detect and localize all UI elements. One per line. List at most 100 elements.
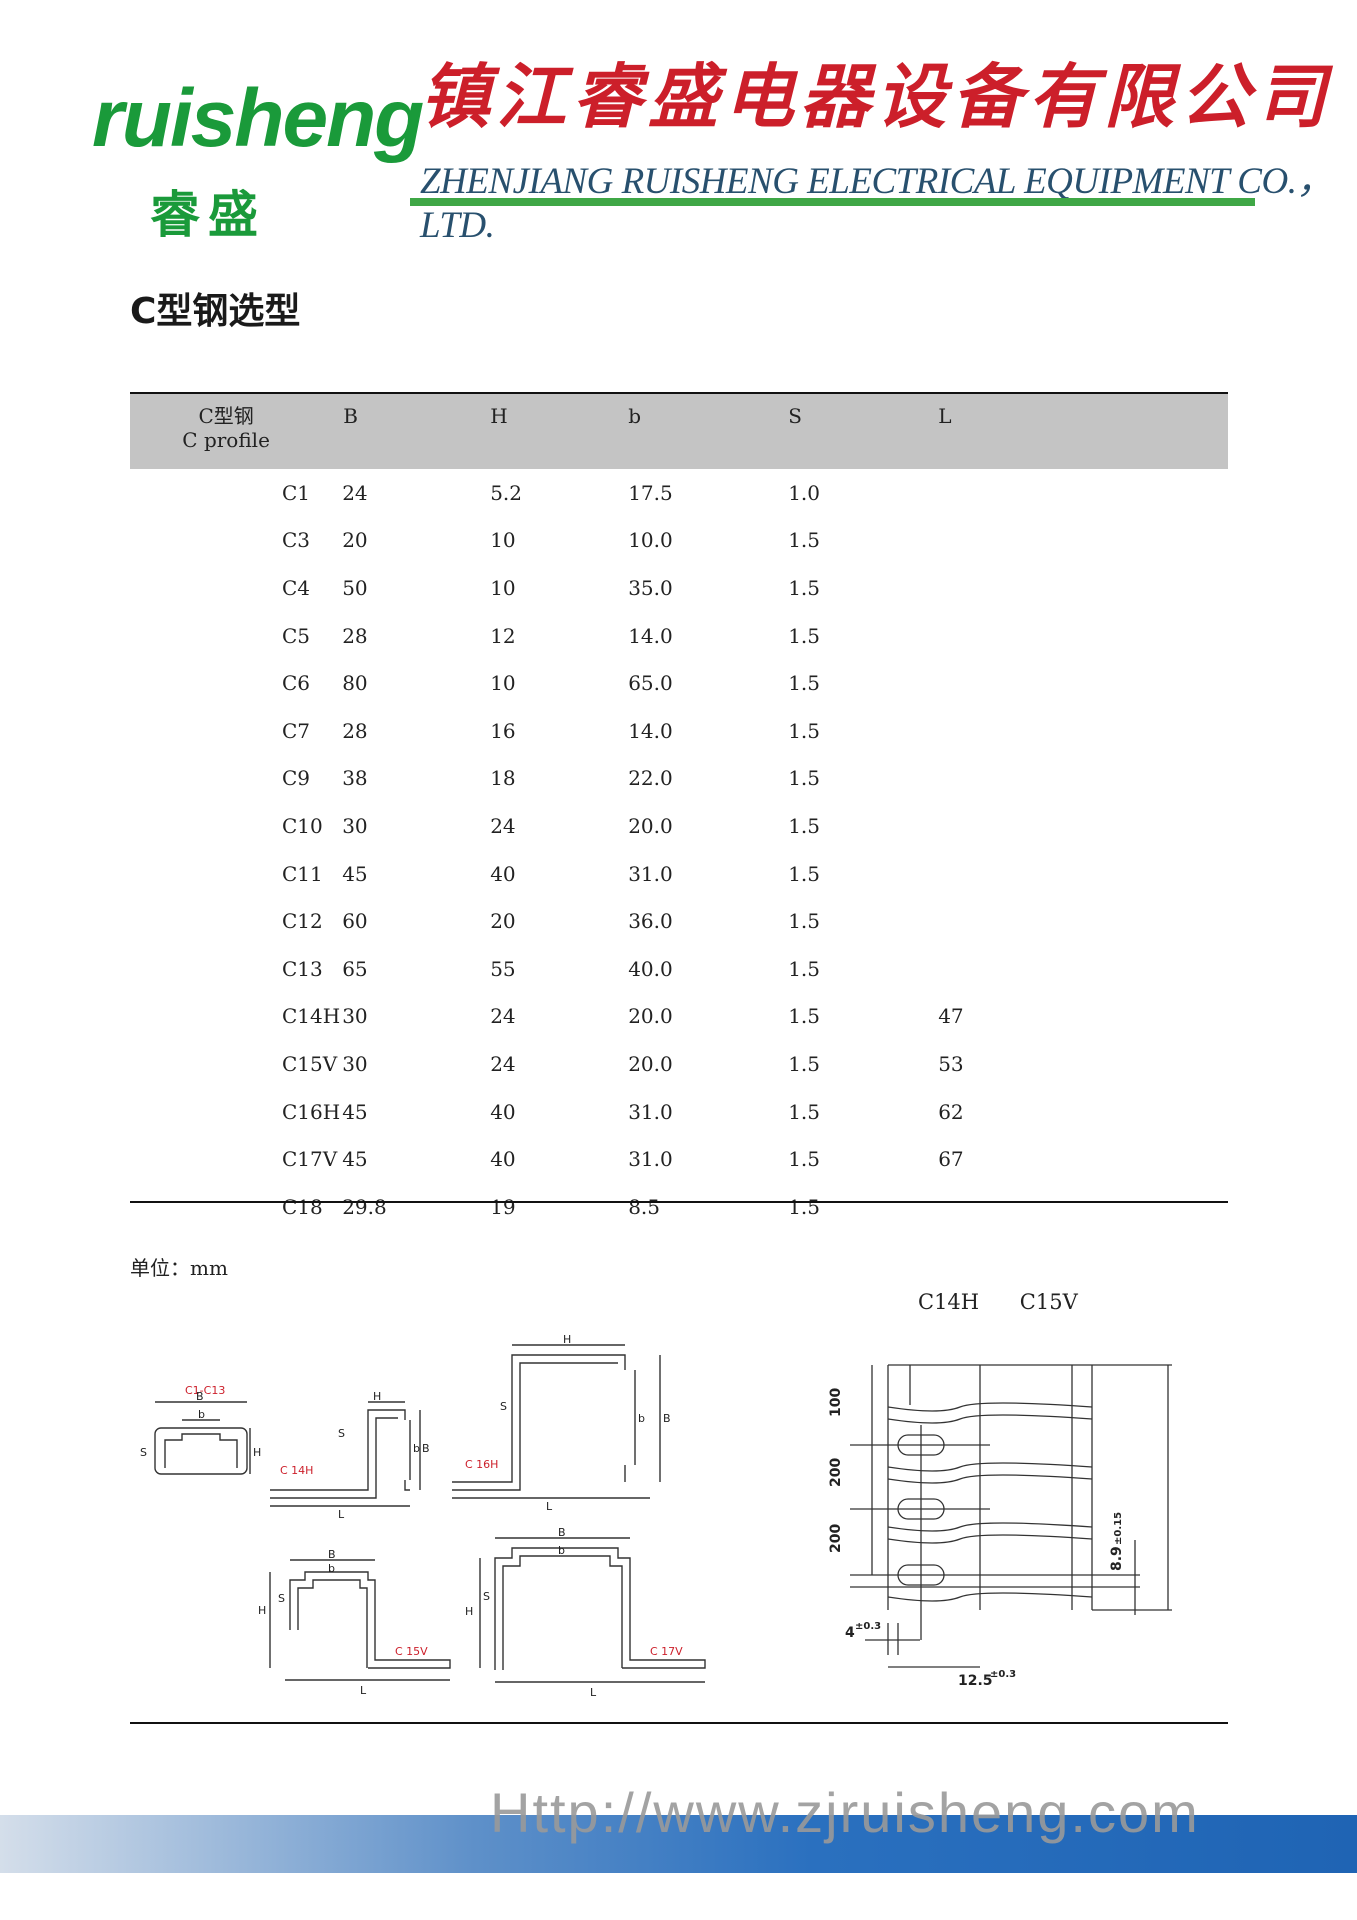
cell-H: 40 (490, 1099, 516, 1124)
dim-b-1: b (198, 1408, 205, 1421)
cell-L (937, 517, 1228, 565)
cell-B: 38 (342, 766, 368, 791)
cell-L (937, 707, 1228, 755)
dim-H-2: H (373, 1390, 381, 1403)
cell-H: 24 (490, 1051, 516, 1076)
cell-L (937, 945, 1228, 993)
dim-4: 4 (845, 1625, 855, 1641)
table-header-row: C型钢 C profile B H b S L (130, 393, 1228, 469)
cell-profile: C14H (282, 1004, 341, 1029)
cell-H: 10 (490, 671, 516, 696)
dim-12-5: 12.5 (958, 1673, 993, 1689)
cell-S: 1.5 (788, 1051, 821, 1076)
cell-B: 60 (342, 909, 368, 934)
footer-url[interactable]: Http://www.zjruisheng.com (490, 1781, 1200, 1844)
cell-L (937, 897, 1228, 945)
cell-profile: C11 (282, 861, 323, 886)
cell-B: 20 (342, 528, 368, 553)
cell-B: 24 (342, 480, 368, 505)
dim-b-3: b (638, 1412, 645, 1425)
footer-band (0, 1815, 1357, 1873)
cell-H: 40 (490, 861, 516, 886)
tol-12-5: ±0.3 (990, 1669, 1016, 1680)
company-name-english: ZHENJIANG RUISHENG ELECTRICAL EQUIPMENT … (420, 161, 1333, 246)
cell-B: 30 (342, 813, 368, 838)
logo-chinese: 睿盛 (150, 186, 266, 244)
cell-profile: C6 (282, 671, 311, 696)
dim-B-2: B (422, 1442, 430, 1455)
label-c17v: C 17V (650, 1645, 683, 1658)
cell-profile: C9 (282, 766, 311, 791)
cell-S: 1.5 (788, 718, 821, 743)
unit-label: 单位：mm (130, 1256, 228, 1280)
label-c15v: C 15V (395, 1645, 428, 1658)
logo-wordmark: ruisheng (92, 73, 424, 164)
cell-b: 10.0 (628, 528, 673, 553)
dim-S-4: S (278, 1592, 285, 1605)
dim-L-4: L (360, 1684, 367, 1697)
dim-b-2: b (413, 1442, 420, 1455)
dim-L-3: L (546, 1500, 553, 1513)
cell-H: 55 (490, 956, 516, 981)
cell-profile: C13 (282, 956, 323, 981)
cell-profile: C4 (282, 575, 311, 600)
cell-L: 67 (938, 1147, 964, 1172)
cell-S: 1.5 (788, 671, 821, 696)
header-divider (410, 198, 1255, 206)
cell-profile: C1 (282, 480, 311, 505)
cell-B: 30 (342, 1051, 368, 1076)
dim-200-b: 200 (828, 1524, 844, 1553)
cell-profile: C7 (282, 718, 311, 743)
table-bottom-rule (130, 1201, 1228, 1203)
dim-S-2: S (338, 1427, 345, 1440)
cell-profile: C10 (282, 813, 323, 838)
cell-L (937, 850, 1228, 898)
dim-B-4: B (328, 1548, 336, 1561)
cell-B: 45 (342, 1099, 368, 1124)
hole-pattern-drawing: 100 200 200 8.9 ±0.15 4 ±0.3 12.5 ±0.3 (828, 1364, 1172, 1689)
tol-0-15: ±0.15 (1113, 1512, 1124, 1545)
drawing-c16h (452, 1344, 661, 1499)
dim-H-4: H (258, 1604, 266, 1617)
cell-profile: C18 (282, 1195, 323, 1220)
dim-S-3: S (500, 1400, 507, 1413)
cell-H: 12 (490, 623, 516, 648)
cell-b: 20.0 (628, 1004, 673, 1029)
dim-b-4: b (328, 1562, 335, 1575)
cell-H: 20 (490, 909, 516, 934)
company-name-chinese: 镇江睿盛电器设备有限公司 (420, 55, 1332, 138)
dim-B-3: B (663, 1412, 671, 1425)
cell-H: 10 (490, 528, 516, 553)
cell-b: 14.0 (628, 718, 673, 743)
header-L: L (938, 404, 952, 428)
cell-b: 14.0 (628, 623, 673, 648)
dim-L-5: L (590, 1686, 597, 1699)
page-title: C型钢选型 (130, 291, 301, 332)
dim-S-5: S (483, 1590, 490, 1603)
cell-profile: C17V (282, 1147, 338, 1172)
cell-S: 1.5 (788, 623, 821, 648)
label-c16h: C 16H (465, 1458, 498, 1471)
drawing-c14h (270, 1401, 421, 1507)
cell-b: 8.5 (628, 1195, 661, 1220)
cell-profile: C12 (282, 909, 323, 934)
cell-S: 1.0 (788, 480, 821, 505)
dim-8-9: 8.9 (1109, 1546, 1125, 1571)
cell-S: 1.5 (788, 956, 821, 981)
cell-L (937, 469, 1228, 517)
cell-S: 1.5 (788, 813, 821, 838)
header-B: B (343, 404, 358, 428)
cell-B: 45 (342, 1147, 368, 1172)
dim-S-1: S (140, 1446, 147, 1459)
